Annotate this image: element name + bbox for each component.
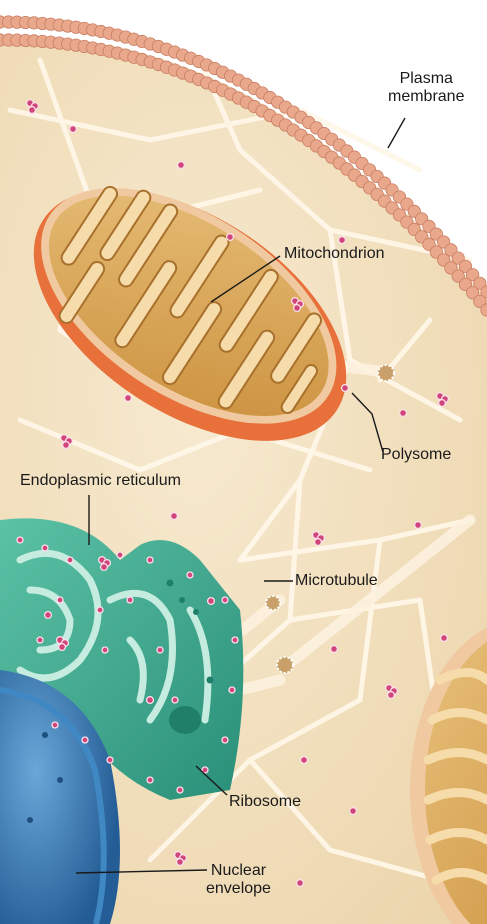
er-ribosome-dot [97,607,103,613]
ribosome-dot [350,808,357,815]
er-ribosome-dot [187,572,193,578]
er-ribosome-dot [102,647,108,653]
ribosome-dot [439,400,446,407]
ribosome-dot [342,385,349,392]
label-ribosome: Ribosome [229,793,301,811]
ribosome-dot [29,107,36,114]
ribosome-dot [294,305,301,312]
er-ribosome-dot [177,787,183,793]
er-ribosome-dot [52,722,58,728]
er-ribosome-dot [107,757,113,763]
label-microtubule: Microtubule [295,572,378,590]
ribosome-dot [125,395,132,402]
er-ribosome-dot [147,557,153,563]
ribosome-dot [45,612,52,619]
label-polysome: Polysome [381,446,451,464]
ribosome-dot [101,564,108,571]
er-ribosome-dot [17,537,23,543]
ribosome-dot [63,442,70,449]
label-nuclear-envelope: Nuclear envelope [206,862,271,898]
er-ribosome-dot [222,737,228,743]
ribosome-dot [147,697,154,704]
ribosome-dot [301,757,308,764]
label-mitochondrion: Mitochondrion [284,245,385,263]
er-ribosome-dot [37,637,43,643]
label-plasma-membrane: Plasma membrane [388,70,464,106]
ribosome-dot [297,880,304,887]
er-ribosome-dot [222,597,228,603]
ribosome-dot [415,522,422,529]
er-ribosome-dot [127,597,133,603]
ribosome-dot [59,644,66,651]
er-ribosome-dot [67,557,73,563]
er-ribosome-dot [82,737,88,743]
ribosome-dot [400,410,407,417]
er-ribosome-dot [229,687,235,693]
ribosome-dot [227,234,234,241]
er-ribosome-dot [42,545,48,551]
ribosome-dot [171,513,178,520]
ribosome-dot [441,635,448,642]
ribosome-dot [177,859,184,866]
er-ribosome-dot [57,597,63,603]
er-ribosome-dot [157,647,163,653]
ribosome-dot [339,237,346,244]
er-ribosome-dot [232,637,238,643]
ribosome-dot [70,126,77,133]
ribosome-dot [331,646,338,653]
er-ribosome-dot [147,777,153,783]
ribosome-dot [178,162,185,169]
label-endoplasmic-reticulum: Endoplasmic reticulum [20,472,181,490]
ribosome-dot [208,598,215,605]
er-ribosome-dot [172,697,178,703]
er-ribosome-dot [117,552,123,558]
ribosome-dot [388,692,395,699]
ribosome-dot [315,539,322,546]
